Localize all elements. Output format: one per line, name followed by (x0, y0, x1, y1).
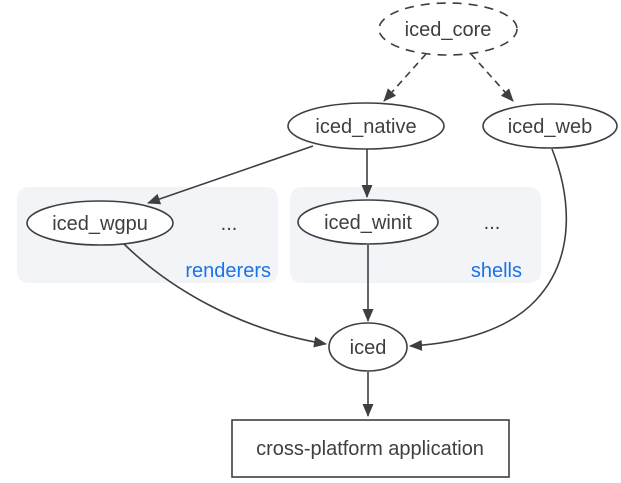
node-app: cross-platform application (231, 419, 510, 478)
node-iced_web: iced_web (482, 103, 618, 149)
iced_core-label: iced_core (405, 19, 492, 41)
node-iced_wgpu: iced_wgpu (26, 200, 174, 246)
iced_native-label: iced_native (315, 116, 416, 138)
edge-iced_web-iced (409, 148, 568, 351)
node-iced_core: iced_core (378, 2, 518, 56)
iced_wgpu-label: iced_wgpu (52, 213, 148, 235)
iced-ellipse (328, 322, 408, 372)
shells-group-label: shells (471, 260, 522, 282)
iced_core-ellipse (378, 2, 518, 56)
renderers-ellipsis: ... (221, 213, 238, 235)
iced_winit-label: iced_winit (324, 212, 412, 234)
edge-iced_native-iced_wgpu (147, 145, 314, 205)
edge-iced_wgpu-iced (121, 241, 327, 348)
iced_wgpu-ellipse (26, 200, 174, 246)
iced_web-ellipse (482, 103, 618, 149)
edge-iced_core-iced_web (470, 53, 514, 102)
node-iced_native: iced_native (287, 102, 445, 150)
app-rect (231, 419, 510, 478)
node-iced_winit: iced_winit (297, 199, 439, 245)
iced-label: iced (350, 337, 387, 359)
app-label: cross-platform application (256, 438, 484, 460)
node-iced: iced (328, 322, 408, 372)
edge-iced_core-iced_native (383, 53, 427, 102)
shells-ellipsis: ... (484, 212, 501, 234)
iced_winit-ellipse (297, 199, 439, 245)
renderers-group-label: renderers (185, 260, 271, 282)
iced_web-label: iced_web (508, 116, 593, 138)
iced_native-ellipse (287, 102, 445, 150)
